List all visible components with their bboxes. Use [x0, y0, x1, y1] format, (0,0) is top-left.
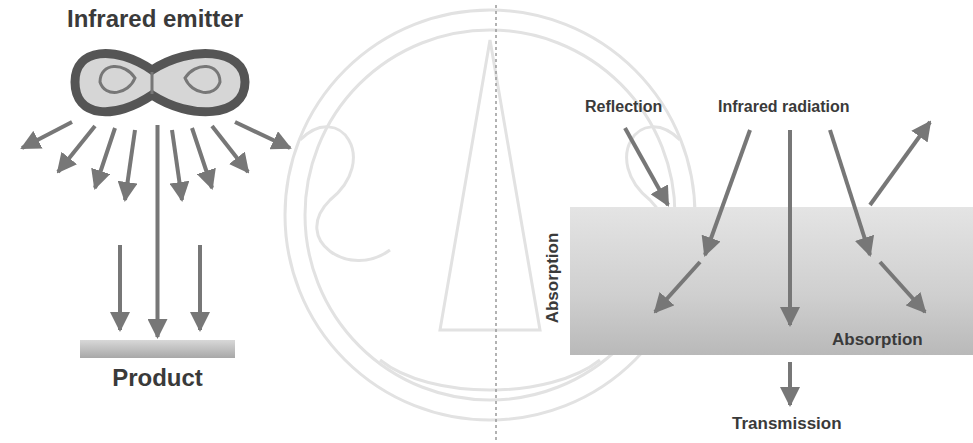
absorption-label: Absorption [832, 330, 923, 350]
radiation-label: Infrared radiation [718, 98, 850, 116]
product-node: Product [80, 340, 235, 398]
absorption-label: Absorption [543, 233, 563, 324]
node-text: Product [80, 364, 235, 392]
divider [495, 5, 497, 440]
infrared-emitter-lamp [75, 54, 245, 112]
radiation-arrow [156, 125, 160, 337]
material-slab [570, 207, 973, 355]
transmission-label: Transmission [732, 414, 842, 434]
node-text: Infrared emitter [60, 5, 250, 33]
interaction-arrows [625, 122, 930, 405]
product-plate [80, 340, 235, 358]
emitter-node: Infrared emitter [60, 5, 250, 123]
reflection-label: Reflection [585, 98, 662, 116]
